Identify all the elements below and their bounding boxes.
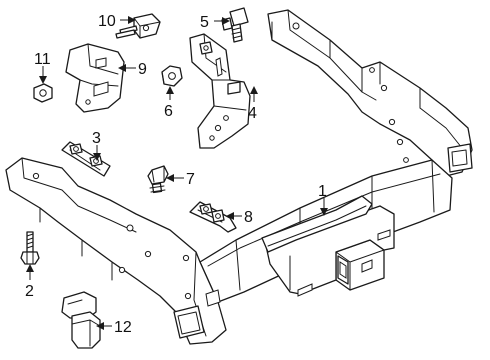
callout-label-4: 4 xyxy=(248,105,257,122)
bolt-part-7 xyxy=(147,165,169,194)
callout-7: 7 xyxy=(166,171,195,188)
side-bracket-part-9 xyxy=(65,43,125,113)
bolt-assembly-part-10 xyxy=(115,13,161,39)
callout-label-1: 1 xyxy=(318,183,327,200)
callout-label-11: 11 xyxy=(34,51,51,68)
callout-2: 2 xyxy=(25,264,34,300)
callout-6: 6 xyxy=(164,86,174,120)
clip-nut-part-3 xyxy=(61,141,111,177)
callout-9: 9 xyxy=(118,61,147,78)
nut-part-6 xyxy=(161,65,183,87)
mounting-bracket-part-4 xyxy=(189,33,251,149)
callout-label-8: 8 xyxy=(244,209,253,226)
callout-4: 4 xyxy=(248,86,258,122)
bolt-part-2 xyxy=(20,231,40,265)
callout-label-12: 12 xyxy=(114,319,132,336)
stud-bolt-part-5 xyxy=(221,7,249,43)
connector-part-12 xyxy=(61,291,101,349)
callout-label-2: 2 xyxy=(25,283,34,300)
hitch-frame xyxy=(5,9,473,345)
callout-12: 12 xyxy=(96,319,132,336)
nut-part-11 xyxy=(33,83,53,103)
callout-1: 1 xyxy=(318,183,328,216)
callout-label-9: 9 xyxy=(138,61,147,78)
callout-8: 8 xyxy=(226,209,253,226)
callout-label-3: 3 xyxy=(92,130,101,147)
clip-nut-part-8 xyxy=(189,201,237,233)
callout-5: 5 xyxy=(200,14,230,31)
callout-label-10: 10 xyxy=(98,13,116,30)
callout-label-5: 5 xyxy=(200,14,209,31)
callout-11: 11 xyxy=(34,51,51,84)
callout-label-7: 7 xyxy=(186,171,195,188)
callout-10: 10 xyxy=(98,13,136,30)
callout-label-6: 6 xyxy=(164,103,173,120)
callout-3: 3 xyxy=(92,130,101,161)
